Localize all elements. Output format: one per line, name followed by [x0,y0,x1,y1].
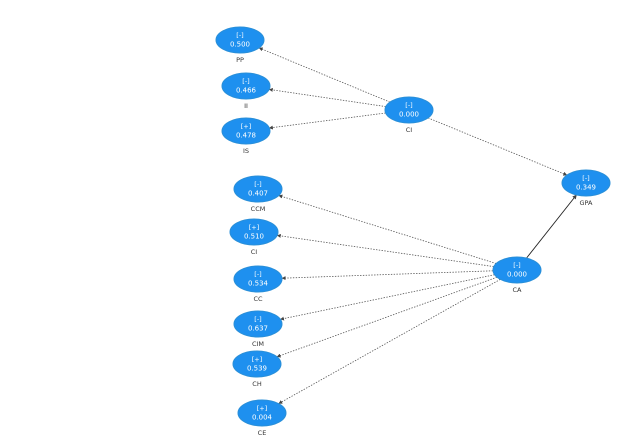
node-value: 0.407 [248,190,268,198]
node-label: II [244,102,248,110]
node-header: [+] [257,405,268,413]
node-label: GPA [580,199,594,207]
node-label: IS [243,147,249,155]
node-header: [-] [254,271,261,279]
node-ellipse [561,169,611,197]
node-header: [-] [254,181,261,189]
edge-ca-to-ce [278,279,501,404]
node-ellipse [233,265,283,293]
node-label: CIM [252,340,264,348]
edge-ca-to-cc [281,270,494,281]
node-label: PP [236,56,244,64]
node-ellipse [384,96,434,124]
node-header: [-] [242,78,249,86]
edge-ca-to-gpa [526,194,577,259]
node-value: 0.349 [576,184,596,192]
edge-ca-to-c1 [276,233,494,267]
nodes-layer: [-]0.500PP[-]0.466II[+]0.478IS[-]0.000CI… [215,26,611,437]
node-value: 0.510 [244,233,264,241]
node-label: CI [406,126,413,134]
edge-ca-to-ch [276,276,498,358]
node-label: CA [513,286,523,294]
node-value: 0.466 [236,87,257,95]
node-ellipse [221,72,271,100]
node-header: [-] [405,102,412,110]
node-label: CC [253,295,263,303]
edge-ci-to-gpa [427,117,568,176]
node-label: CH [252,380,262,388]
edge-ca-to-cim [280,274,495,321]
node-label: CE [258,429,267,437]
node-header: [+] [241,123,252,131]
node-value: 0.000 [507,271,527,279]
node-ellipse [237,399,287,427]
node-ellipse [215,26,265,54]
node-value: 0.478 [236,132,256,140]
node-header: [-] [513,262,520,270]
node-label: CI [251,248,258,256]
edge-ca-to-ccm [278,194,497,264]
node-value: 0.000 [399,111,419,119]
node-header: [+] [249,224,260,232]
node-value: 0.500 [230,41,250,49]
node-ellipse [233,310,283,338]
node-value: 0.004 [252,414,273,422]
node-value: 0.539 [247,365,267,373]
node-ellipse [492,256,542,284]
node-header: [+] [252,356,263,364]
edge-ci-to-is [268,112,386,130]
node-ellipse [232,350,282,378]
node-ellipse [233,175,283,203]
node-value: 0.637 [248,325,268,333]
edge-ci-to-pp [258,47,391,103]
edges-layer [258,47,577,404]
node-ellipse [221,117,271,145]
node-label: CCM [251,205,266,213]
edge-ci-to-ii [268,87,386,107]
node-ellipse [229,218,279,246]
node-header: [-] [254,316,261,324]
node-header: [-] [582,175,589,183]
node-header: [-] [236,32,243,40]
node-value: 0.534 [248,280,269,288]
